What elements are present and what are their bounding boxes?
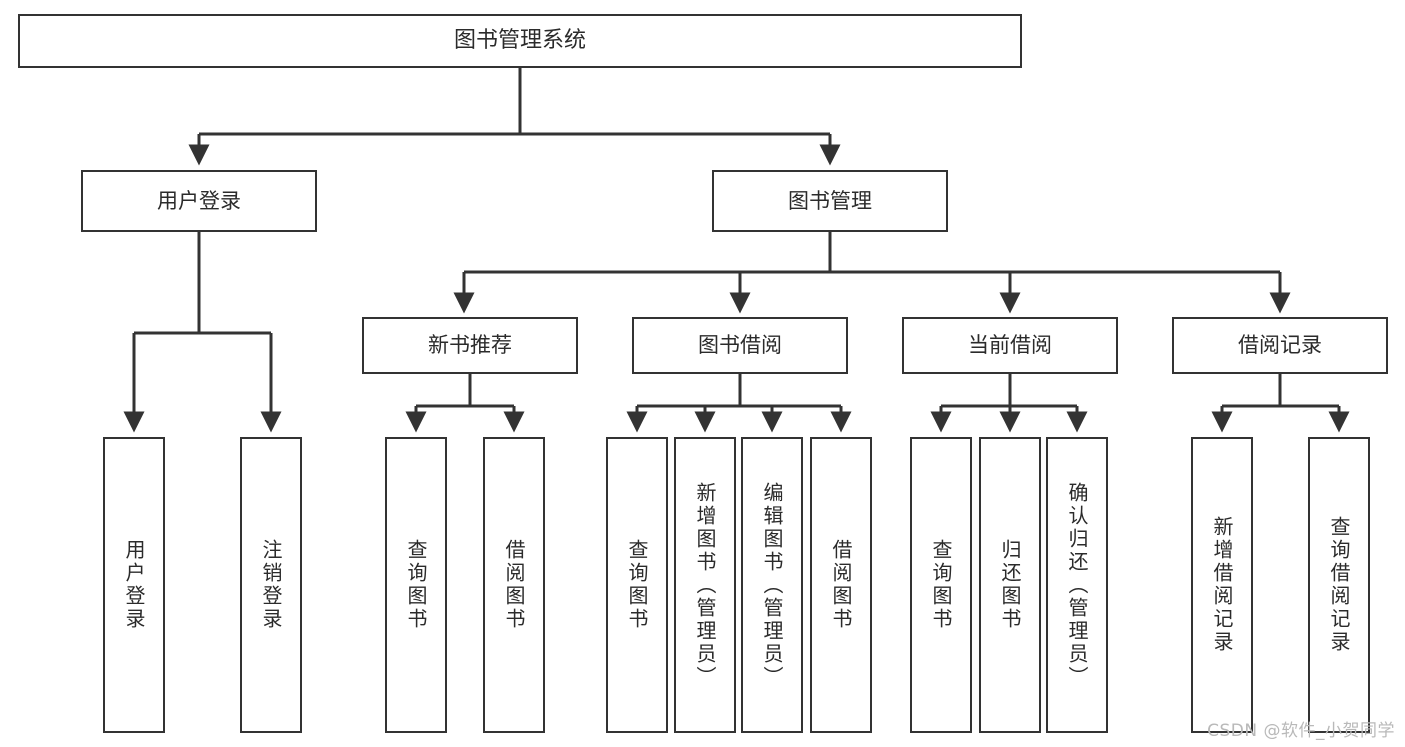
node-leaf-user-login-label: 用户登录	[122, 539, 146, 631]
node-leaf-borrow-book-2[interactable]: 借阅图书	[810, 437, 872, 733]
node-book-borrow-label: 图书借阅	[698, 333, 782, 358]
node-leaf-query-book-2-label: 查询图书	[625, 539, 649, 631]
node-leaf-query-book-3-label: 查询图书	[929, 539, 953, 631]
node-leaf-borrow-book-1[interactable]: 借阅图书	[483, 437, 545, 733]
node-leaf-add-record[interactable]: 新增借阅记录	[1191, 437, 1253, 733]
node-book-manage-label: 图书管理	[788, 188, 872, 213]
node-leaf-edit-book-label: 编辑图书（管理员）	[760, 481, 784, 689]
node-leaf-add-book-label: 新增图书（管理员）	[693, 481, 717, 689]
node-leaf-edit-book[interactable]: 编辑图书（管理员）	[741, 437, 803, 733]
watermark-text: CSDN @软件_小贺同学	[1207, 721, 1395, 741]
node-leaf-borrow-book-2-label: 借阅图书	[829, 539, 853, 631]
node-leaf-confirm-return-label: 确认归还（管理员）	[1065, 481, 1089, 689]
node-user-login-label: 用户登录	[157, 188, 241, 213]
node-root[interactable]: 图书管理系统	[18, 14, 1022, 68]
node-leaf-user-login[interactable]: 用户登录	[103, 437, 165, 733]
node-leaf-borrow-book-1-label: 借阅图书	[502, 539, 526, 631]
node-book-manage[interactable]: 图书管理	[712, 170, 948, 232]
node-root-label: 图书管理系统	[453, 28, 586, 54]
node-user-login[interactable]: 用户登录	[81, 170, 317, 232]
node-leaf-add-record-label: 新增借阅记录	[1210, 516, 1234, 654]
node-leaf-return-book[interactable]: 归还图书	[979, 437, 1041, 733]
node-leaf-query-book-1[interactable]: 查询图书	[385, 437, 447, 733]
node-leaf-query-record[interactable]: 查询借阅记录	[1308, 437, 1370, 733]
node-leaf-user-logout-label: 注销登录	[259, 539, 283, 631]
node-leaf-user-logout[interactable]: 注销登录	[240, 437, 302, 733]
node-borrow-record-label: 借阅记录	[1238, 333, 1322, 358]
node-leaf-query-book-1-label: 查询图书	[404, 539, 428, 631]
node-leaf-query-book-3[interactable]: 查询图书	[910, 437, 972, 733]
node-book-borrow[interactable]: 图书借阅	[632, 317, 848, 374]
node-leaf-query-record-label: 查询借阅记录	[1327, 516, 1351, 654]
node-leaf-confirm-return[interactable]: 确认归还（管理员）	[1046, 437, 1108, 733]
node-new-book-recommend-label: 新书推荐	[428, 333, 512, 358]
node-leaf-query-book-2[interactable]: 查询图书	[606, 437, 668, 733]
node-new-book-recommend[interactable]: 新书推荐	[362, 317, 578, 374]
node-current-borrow-label: 当前借阅	[968, 333, 1052, 358]
node-leaf-add-book[interactable]: 新增图书（管理员）	[674, 437, 736, 733]
node-current-borrow[interactable]: 当前借阅	[902, 317, 1118, 374]
node-borrow-record[interactable]: 借阅记录	[1172, 317, 1388, 374]
node-leaf-return-book-label: 归还图书	[998, 539, 1022, 631]
